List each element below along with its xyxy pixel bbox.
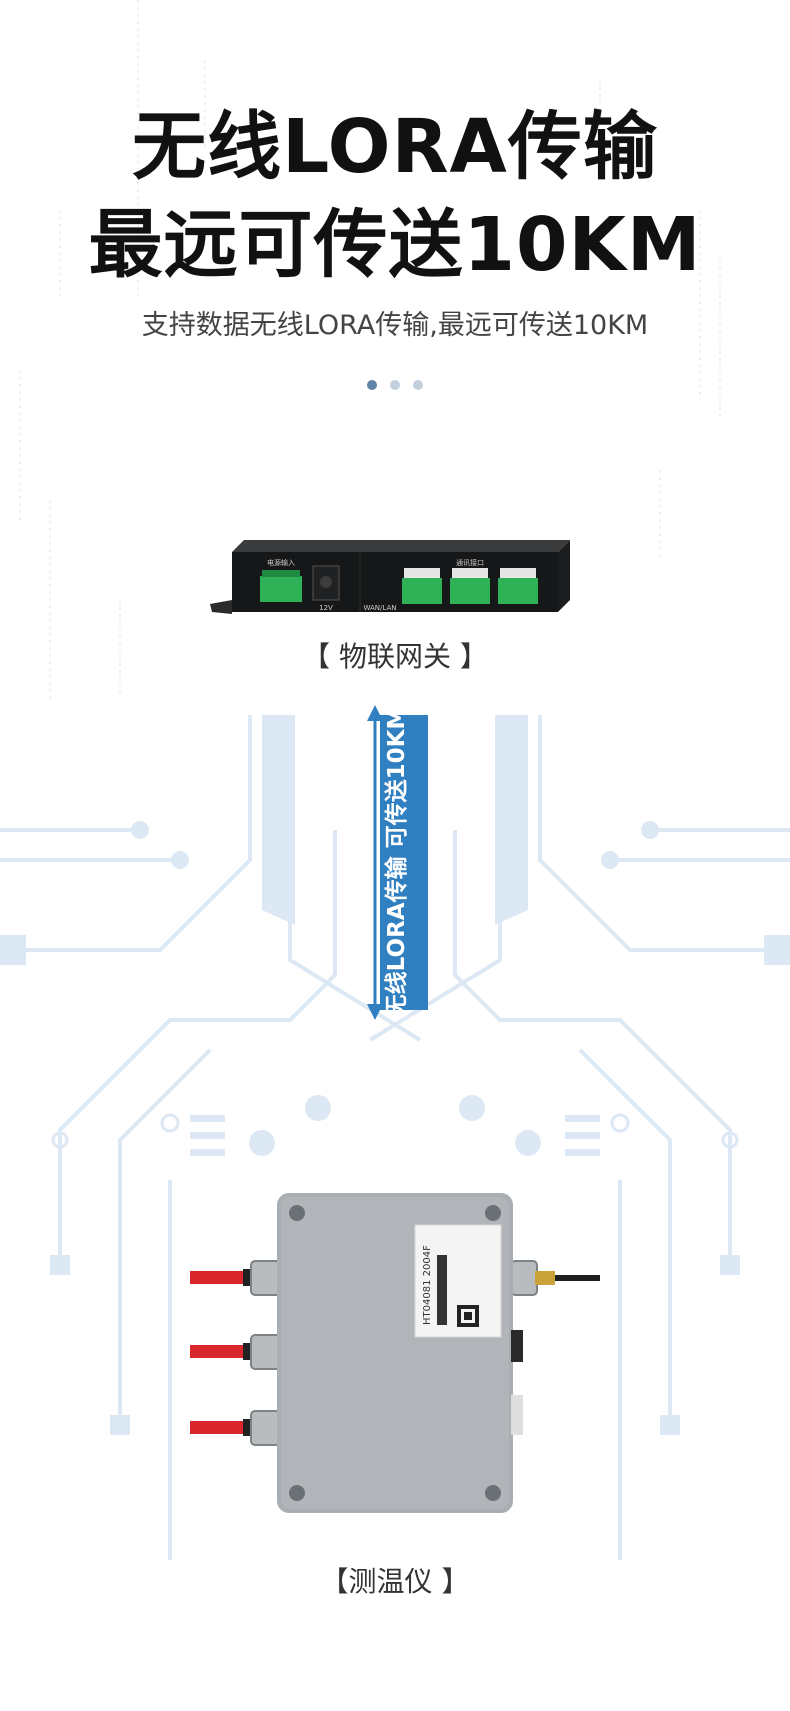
gateway-label-power: 电源输入 <box>267 558 295 567</box>
gateway-label-comm: 通讯接口 <box>456 558 484 567</box>
carousel-dot-3[interactable] <box>413 380 424 390</box>
gateway-label-voltage: 12V <box>319 604 333 612</box>
subtitle: 支持数据无线LORA传输,最远可传送10KM <box>141 310 649 341</box>
gateway-label-wan: WAN/LAN <box>363 604 396 612</box>
bidirectional-arrow-icon <box>367 705 428 1020</box>
thermometer-device-image: HT04081 2004F <box>190 1193 600 1513</box>
headline-line-1: 无线LORA传输 <box>132 104 658 190</box>
thermometer-caption: 【测温仪 】 <box>320 1565 470 1598</box>
carousel-dot-1[interactable] <box>366 380 377 390</box>
gateway-caption: 【 物联网关 】 <box>302 640 488 673</box>
transmission-band-text: 无线LORA传输 可传送10KM <box>384 706 410 1018</box>
sensor-cables <box>190 1269 265 1436</box>
carousel-dot-2[interactable] <box>390 380 400 390</box>
headline-line-2: 最远可传送10KM <box>88 202 702 288</box>
device-serial-number: HT04081 2004F <box>422 1245 433 1325</box>
iot-gateway-image: 电源输入 12V WAN/LAN 通讯接口 <box>210 540 570 614</box>
carousel-indicator[interactable] <box>0 375 790 390</box>
